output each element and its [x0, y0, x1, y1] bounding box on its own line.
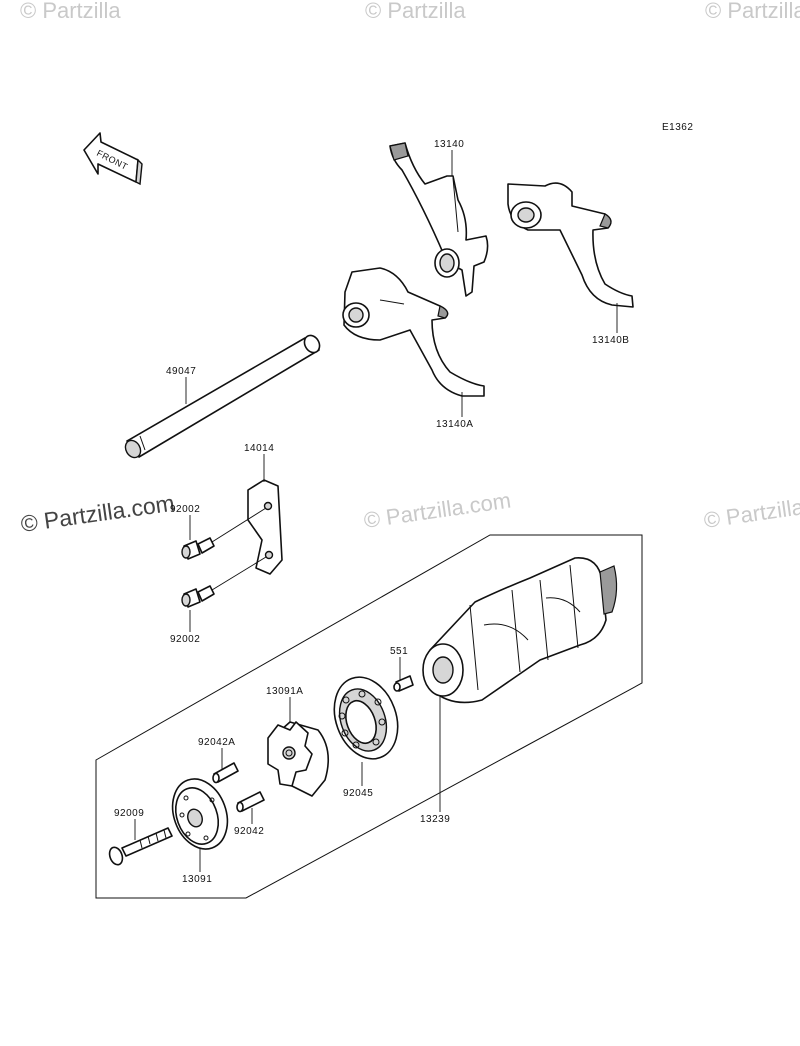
- label-13239: 13239: [420, 814, 450, 825]
- plate-14014: [247, 479, 283, 575]
- shaft-49047: [124, 334, 321, 459]
- label-92045: 92045: [343, 788, 373, 799]
- holder-13091A: [267, 721, 330, 797]
- bearing-92045: [333, 676, 399, 760]
- label-49047: 49047: [166, 366, 196, 377]
- shift-fork-13140: [389, 142, 489, 297]
- watermark-top-center: © Partzilla: [365, 0, 466, 23]
- label-92002-top: 92002: [170, 504, 200, 515]
- watermark-top-left: © Partzilla: [20, 0, 121, 23]
- label-13091A: 13091A: [266, 686, 303, 697]
- label-92042: 92042: [234, 826, 264, 837]
- pin-92042: [236, 791, 265, 813]
- bolt-92002-top: [181, 507, 267, 560]
- label-92042A: 92042A: [198, 737, 235, 748]
- plate-13091: [171, 778, 229, 850]
- watermark-main: © Partzilla.com: [19, 490, 176, 537]
- watermark-mid-right: © Partzilla: [702, 494, 800, 533]
- label-13140: 13140: [434, 139, 464, 150]
- screw-92009: [108, 827, 173, 866]
- label-13091: 13091: [182, 874, 212, 885]
- watermark-top-right: © Partzilla: [705, 0, 800, 23]
- shift-fork-13140A: [342, 267, 485, 397]
- watermark-mid-center: © Partzilla.com: [362, 488, 512, 533]
- drum-assembly-box: [95, 534, 643, 899]
- bolt-92002-bottom: [181, 556, 267, 608]
- part-labels: 13140 13140B 13140A 49047 14014 92002 92…: [114, 139, 629, 885]
- label-13140A: 13140A: [436, 419, 473, 430]
- label-92009: 92009: [114, 808, 144, 819]
- pin-551: [393, 675, 414, 692]
- pin-92042A: [212, 762, 239, 784]
- shift-drum-13239: [422, 557, 618, 704]
- leader-lines: [134, 150, 618, 872]
- label-13140B: 13140B: [592, 335, 629, 346]
- label-92002-bottom: 92002: [170, 634, 200, 645]
- label-14014: 14014: [244, 443, 274, 454]
- label-551: 551: [390, 646, 408, 657]
- front-arrow-icon: FRONT: [83, 132, 143, 186]
- diagram-code: E1362: [662, 122, 693, 133]
- shift-fork-13140B: [507, 182, 634, 308]
